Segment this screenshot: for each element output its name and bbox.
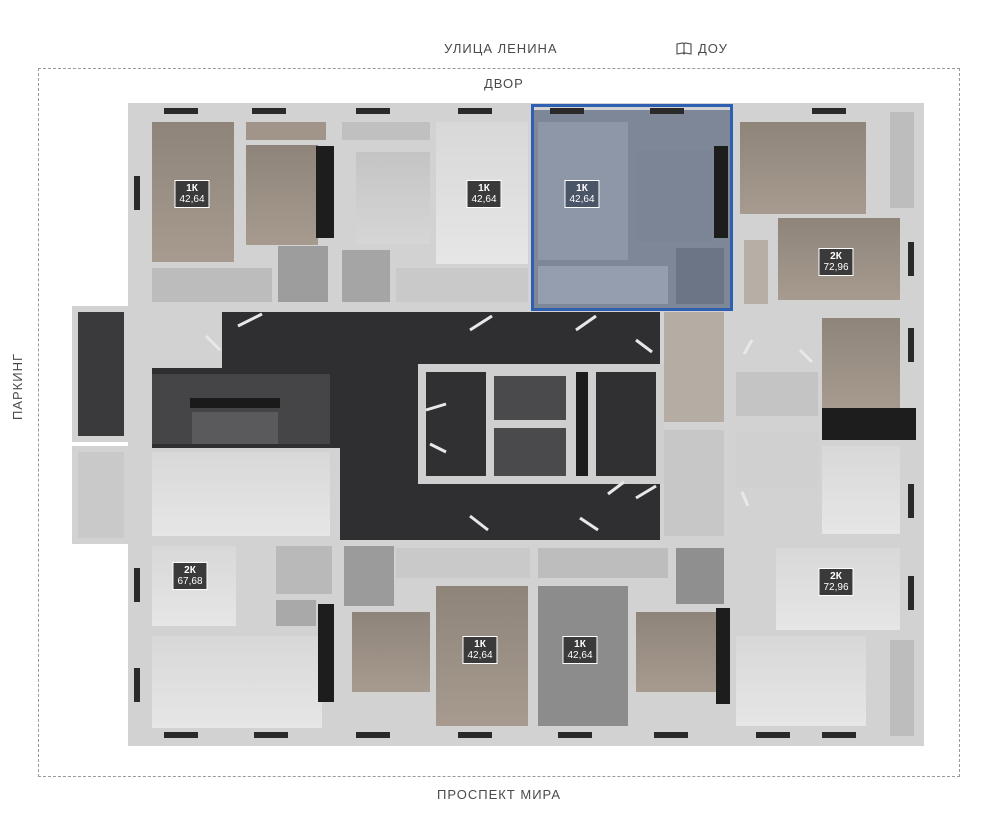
balcony (890, 112, 914, 208)
apartment-label-2k[interactable]: 2К 67,68 (172, 562, 208, 590)
balcony (890, 640, 914, 736)
apartment-area: 42,64 (471, 194, 497, 205)
apartment-area: 42,64 (179, 194, 205, 205)
apartment-area: 42,64 (569, 194, 595, 205)
apartment-label-1k-selected[interactable]: 1К 42,64 (564, 180, 600, 208)
bath (278, 246, 328, 302)
apartment-type: 2К (830, 571, 842, 582)
apartment-label-2k[interactable]: 2К 72,96 (818, 568, 854, 596)
elevator (494, 428, 566, 476)
hall (664, 312, 724, 422)
shaft (318, 604, 334, 702)
room (246, 122, 326, 140)
apartment-area: 42,64 (567, 650, 593, 661)
apartment-area: 67,68 (177, 576, 203, 587)
hall (538, 266, 668, 304)
bath (342, 250, 390, 302)
room (356, 152, 430, 244)
west-balcony (78, 312, 124, 436)
bath (276, 546, 332, 594)
site-boundary (38, 68, 960, 777)
hall (396, 268, 528, 302)
yard-label: ДВОР (484, 76, 524, 91)
room (740, 122, 866, 214)
shaft (716, 608, 730, 704)
bath (736, 372, 818, 416)
bath (736, 432, 818, 488)
hall (152, 268, 272, 302)
doors (204, 312, 814, 532)
bath (276, 600, 316, 626)
room (736, 636, 866, 726)
street-top-label: УЛИЦА ЛЕНИНА (444, 41, 558, 56)
apartment-label-1k[interactable]: 1К 42,64 (462, 636, 498, 664)
apartment-type: 2К (184, 565, 196, 576)
bath (344, 546, 394, 606)
room (822, 446, 900, 534)
room (152, 636, 322, 728)
room (352, 612, 430, 692)
windows (134, 108, 914, 738)
hall (664, 430, 724, 536)
apartment-label-1k[interactable]: 1К 42,64 (562, 636, 598, 664)
bath (676, 548, 724, 604)
apartment-type: 1К (186, 183, 198, 194)
apartment-label-1k[interactable]: 1К 42,64 (174, 180, 210, 208)
apartment-type: 1К (478, 183, 490, 194)
room (822, 318, 900, 408)
apartment-type: 2К (830, 251, 842, 262)
bath (676, 248, 724, 304)
shaft (714, 146, 728, 238)
book-icon (676, 42, 692, 58)
shaft (822, 408, 916, 440)
room (636, 150, 712, 242)
apartment-area: 72,96 (823, 582, 849, 593)
west-loggia (78, 452, 124, 538)
apartment-area: 42,64 (467, 650, 493, 661)
apartment-type: 1К (574, 639, 586, 650)
hall (396, 548, 530, 578)
room (152, 452, 330, 536)
room (342, 122, 430, 140)
hall (538, 548, 668, 578)
apartment-area: 72,96 (823, 262, 849, 273)
room (246, 145, 318, 245)
room (636, 612, 716, 692)
street-bottom-label: ПРОСПЕКТ МИРА (437, 787, 562, 802)
hall (744, 240, 768, 304)
kindergarten-label: ДОУ (676, 41, 728, 58)
stairs (192, 412, 278, 444)
apartment-label-2k[interactable]: 2К 72,96 (818, 248, 854, 276)
kindergarten-text: ДОУ (698, 41, 728, 56)
apartment-type: 1К (474, 639, 486, 650)
shaft (316, 146, 334, 238)
elevator (494, 376, 566, 420)
apartment-label-1k[interactable]: 1К 42,64 (466, 180, 502, 208)
apartment-type: 1К (576, 183, 588, 194)
